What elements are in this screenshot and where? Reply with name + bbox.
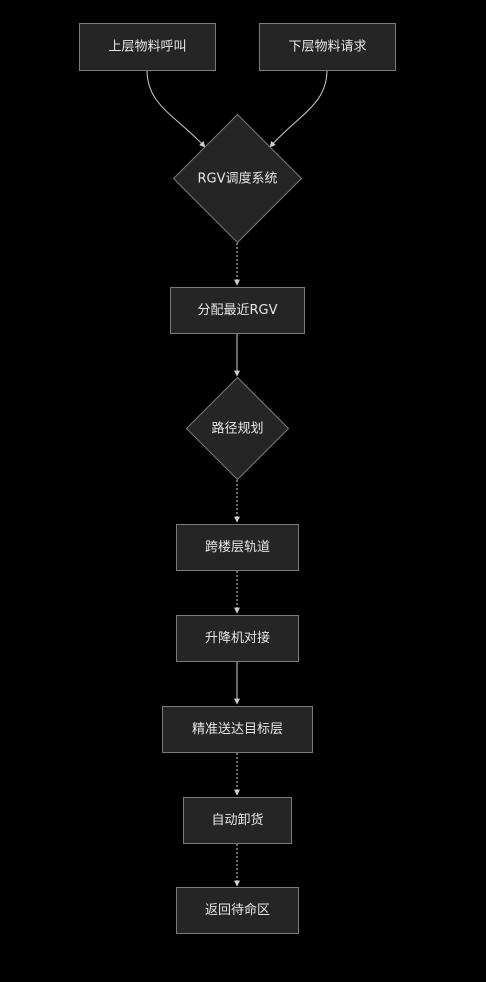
node-upper-material-call: 上层物料呼叫 bbox=[79, 23, 216, 71]
node-assign-nearest-rgv: 分配最近RGV bbox=[170, 287, 305, 334]
node-assign-nearest-rgv-label: 分配最近RGV bbox=[198, 303, 278, 318]
node-rgv-dispatch-system-label: RGV调度系统 bbox=[198, 171, 278, 187]
node-cross-floor-track-label: 跨楼层轨道 bbox=[205, 540, 270, 555]
node-path-planning: 路径规划 bbox=[185, 376, 290, 481]
node-precise-delivery-target-floor: 精准送达目标层 bbox=[162, 706, 313, 753]
edge-upper-call-to-dispatch bbox=[146, 69, 206, 148]
node-precise-delivery-target-floor-label: 精准送达目标层 bbox=[192, 722, 283, 737]
node-lower-material-request-label: 下层物料请求 bbox=[288, 40, 366, 55]
node-cross-floor-track: 跨楼层轨道 bbox=[176, 524, 299, 571]
node-elevator-docking: 升降机对接 bbox=[176, 615, 299, 662]
node-lower-material-request: 下层物料请求 bbox=[259, 23, 396, 71]
node-upper-material-call-label: 上层物料呼叫 bbox=[108, 40, 186, 55]
edge-lower-request-to-dispatch bbox=[269, 69, 328, 148]
node-auto-unload: 自动卸货 bbox=[183, 797, 292, 844]
node-elevator-docking-label: 升降机对接 bbox=[205, 630, 270, 646]
node-path-planning-label: 路径规划 bbox=[211, 421, 263, 437]
node-auto-unload-label: 自动卸货 bbox=[211, 812, 263, 828]
node-rgv-dispatch-system: RGV调度系统 bbox=[172, 113, 303, 244]
node-return-standby-area-label: 返回待命区 bbox=[205, 902, 270, 918]
node-return-standby-area: 返回待命区 bbox=[176, 887, 299, 934]
